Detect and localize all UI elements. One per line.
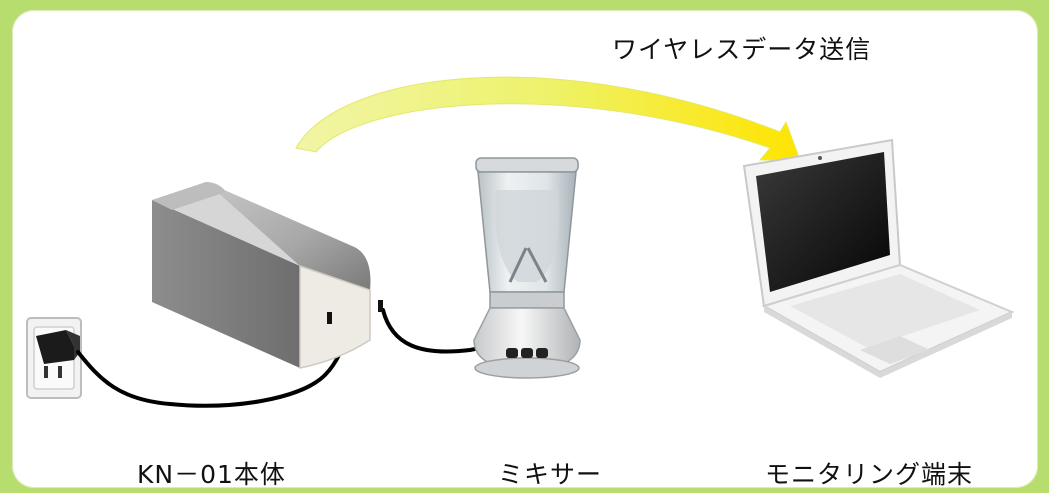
terminal-label: モニタリング端末 — [765, 460, 974, 488]
wall-outlet — [26, 317, 82, 399]
kn01-device-illustration — [152, 182, 383, 369]
mixer-label: ミキサー — [498, 460, 603, 488]
wireless-transmission-label: ワイヤレスデータ送信 — [612, 35, 872, 64]
laptop-illustration — [742, 138, 1015, 378]
mixer-illustration — [473, 157, 581, 379]
diagram-canvas — [26, 76, 1015, 408]
diagram-panel: ワイヤレスデータ送信 KN－01本体 ミキサー モニタリング端末 — [12, 10, 1038, 488]
wireless-arrow — [295, 76, 801, 161]
device-label: KN－01本体 — [137, 460, 286, 488]
